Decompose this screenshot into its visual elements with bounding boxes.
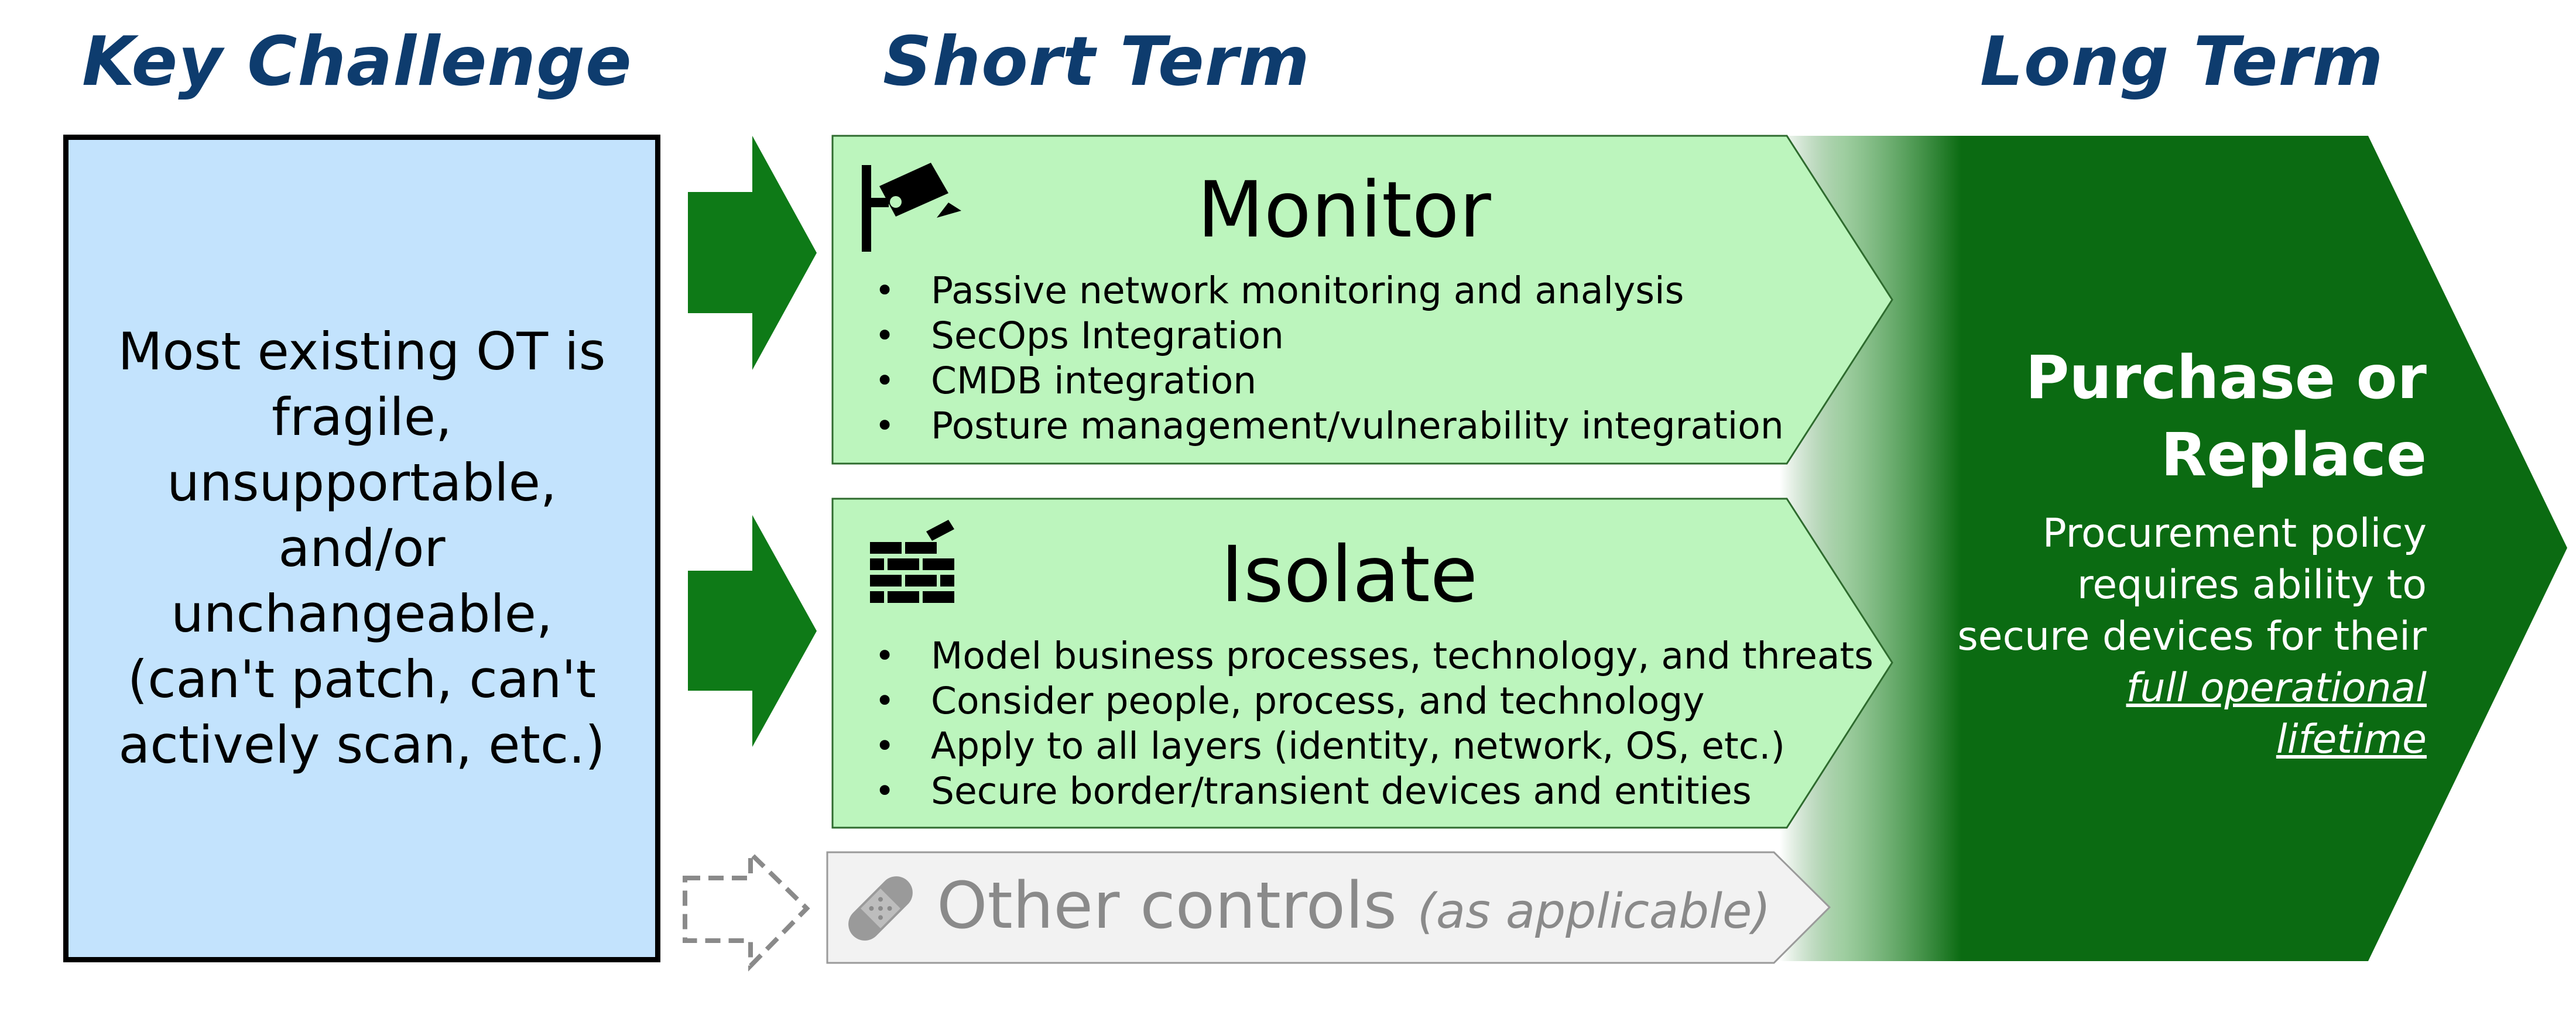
monitor-bullets: Passive network monitoring and analysis …	[866, 268, 1784, 448]
isolate-bullet: Consider people, process, and technology	[866, 678, 1873, 723]
monitor-bullet: SecOps Integration	[866, 313, 1784, 358]
long-term-title: Purchase or Replace	[2026, 339, 2427, 494]
header-key-challenge: Key Challenge	[82, 22, 632, 101]
other-controls-label: Other controls (as applicable)	[937, 868, 1770, 943]
isolate-bullets: Model business processes, technology, an…	[866, 633, 1873, 814]
isolate-bullet: Model business processes, technology, an…	[866, 633, 1873, 678]
other-controls-note: (as applicable)	[1417, 884, 1771, 939]
long-term-chevron	[1780, 136, 2567, 961]
key-challenge-text: Most existing OT is fragile, unsupportab…	[68, 319, 655, 778]
header-long-term: Long Term	[1980, 22, 2384, 101]
other-controls-arrow	[683, 848, 810, 972]
brick-wall-icon	[870, 520, 954, 603]
key-challenge-box: Most existing OT is fragile, unsupportab…	[63, 135, 660, 962]
key-challenge-line: fragile, unsupportable,	[167, 387, 557, 513]
isolate-bullet: Secure border/transient devices and enti…	[866, 769, 1873, 814]
long-term-title-line: Purchase or	[2025, 343, 2427, 413]
long-term-body-line: secure devices for their	[1957, 613, 2427, 660]
key-challenge-line: actively scan, etc.)	[118, 715, 605, 775]
header-short-term: Short Term	[883, 22, 1310, 101]
key-challenge-line: Most existing OT is	[118, 321, 606, 382]
monitor-title: Monitor	[1197, 165, 1491, 255]
isolate-arrow	[688, 515, 817, 747]
security-camera-icon	[862, 163, 961, 252]
key-challenge-line: (can't patch, can't	[127, 649, 597, 709]
isolate-bullet: Apply to all layers (identity, network, …	[866, 723, 1873, 769]
monitor-bullet: Passive network monitoring and analysis	[866, 268, 1784, 313]
long-term-body-line: Procurement policy	[2042, 510, 2427, 557]
isolate-title: Isolate	[1221, 530, 1478, 620]
key-challenge-line: and/or unchangeable,	[171, 518, 553, 644]
monitor-arrow	[688, 136, 817, 370]
other-controls-box	[826, 851, 1831, 964]
monitor-bullet: CMDB integration	[866, 358, 1784, 403]
long-term-body: Procurement policy requires ability to s…	[1957, 508, 2427, 766]
long-term-title-line: Replace	[2160, 420, 2427, 490]
other-controls-title: Other controls	[937, 868, 1397, 943]
long-term-emphasis-line: lifetime	[2276, 716, 2427, 763]
monitor-bullet: Posture management/vulnerability integra…	[866, 403, 1784, 448]
long-term-emphasis-line: full operational	[2126, 665, 2427, 711]
bandage-icon	[848, 876, 913, 941]
long-term-body-line: requires ability to	[2077, 562, 2427, 608]
